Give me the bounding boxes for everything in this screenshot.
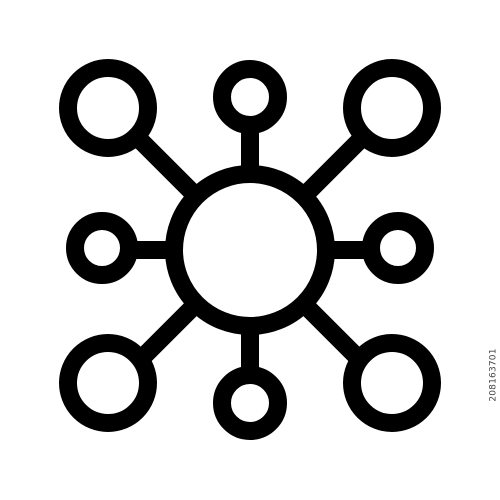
- hub-center-node: [165, 165, 335, 335]
- stock-id-text: 208163701: [489, 348, 499, 402]
- node-bottom-right: [343, 334, 441, 432]
- node-bottom-left: [59, 334, 157, 432]
- spoke-bottom-right: [296, 296, 369, 369]
- stock-id-watermark: 208163701: [488, 250, 500, 500]
- node-top-right: [343, 59, 441, 157]
- node-left: [66, 212, 138, 284]
- node-right: [362, 212, 434, 284]
- spoke-bottom-left: [131, 296, 204, 369]
- spoke-top-right: [296, 131, 369, 204]
- spoke-top-left: [131, 131, 204, 204]
- node-bottom: [213, 366, 287, 440]
- node-top: [213, 60, 287, 134]
- node-top-left: [59, 59, 157, 157]
